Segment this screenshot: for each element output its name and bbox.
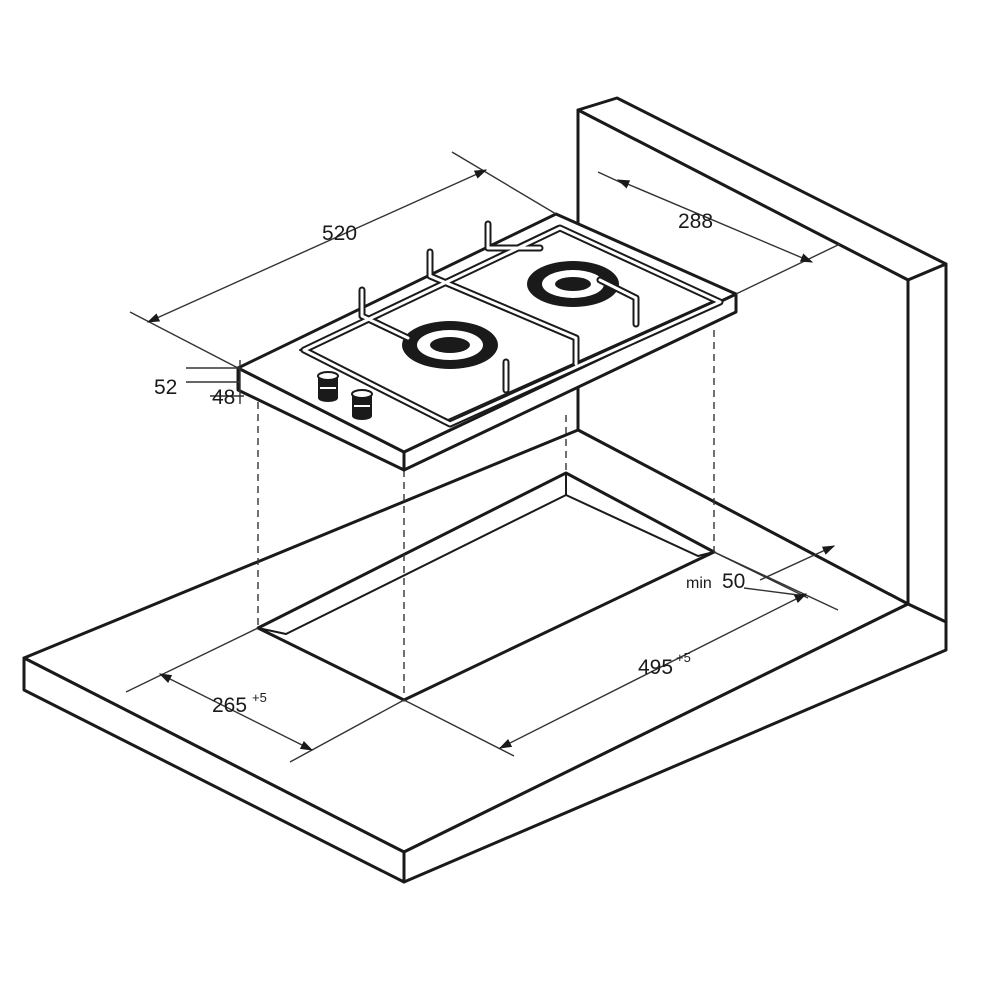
- dimension-width-top: 520: [129, 151, 557, 369]
- dimension-heights: 52 48: [154, 360, 244, 409]
- projection-lines: [257, 330, 715, 700]
- svg-text:520: 520: [322, 222, 357, 245]
- control-knob-left: [317, 371, 339, 402]
- burner-back-right: [527, 261, 619, 307]
- control-knob-right: [351, 389, 373, 420]
- svg-text:50: 50: [722, 570, 745, 593]
- svg-text:52: 52: [154, 376, 177, 399]
- svg-text:288: 288: [678, 210, 713, 233]
- dimension-depth-top: 288: [597, 171, 841, 295]
- svg-text:265: 265: [212, 694, 247, 717]
- svg-text:min: min: [686, 575, 712, 592]
- svg-text:495: 495: [638, 656, 673, 679]
- svg-text:+5: +5: [676, 650, 691, 665]
- burner-front-left: [402, 321, 498, 369]
- dimension-cutout-width: 495 +5: [403, 551, 809, 757]
- svg-text:48: 48: [212, 386, 235, 409]
- svg-text:+5: +5: [252, 690, 267, 705]
- dimension-cutout-depth: 265 +5: [125, 627, 405, 763]
